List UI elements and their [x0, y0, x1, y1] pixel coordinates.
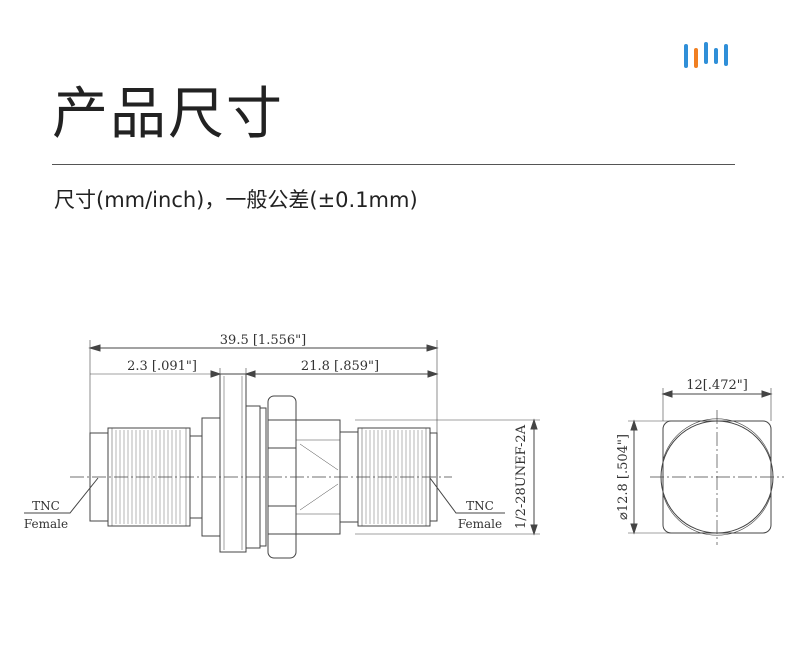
thread-spec-label: 1/2-28UNEF-2A	[514, 424, 529, 529]
dim-diameter-label: ⌀12.8 [.504"]	[616, 434, 631, 520]
right-connector-type: TNC	[466, 499, 494, 513]
page-subtitle: 尺寸(mm/inch)，一般公差(±0.1mm)	[54, 188, 418, 212]
page-title: 产品尺寸	[52, 82, 284, 147]
left-connector-gender: Female	[24, 517, 68, 531]
right-connector-gender: Female	[458, 517, 502, 531]
dim-right-label: 21.8 [.859"]	[301, 359, 379, 374]
title-divider	[52, 164, 735, 165]
brand-logo-icon	[684, 42, 728, 68]
left-connector-type: TNC	[32, 499, 60, 513]
dim-flange-label: 2.3 [.091"]	[127, 359, 197, 374]
dim-overall-label: 39.5 [1.556"]	[220, 333, 306, 348]
dim-hex-label: 12[.472"]	[686, 378, 748, 393]
